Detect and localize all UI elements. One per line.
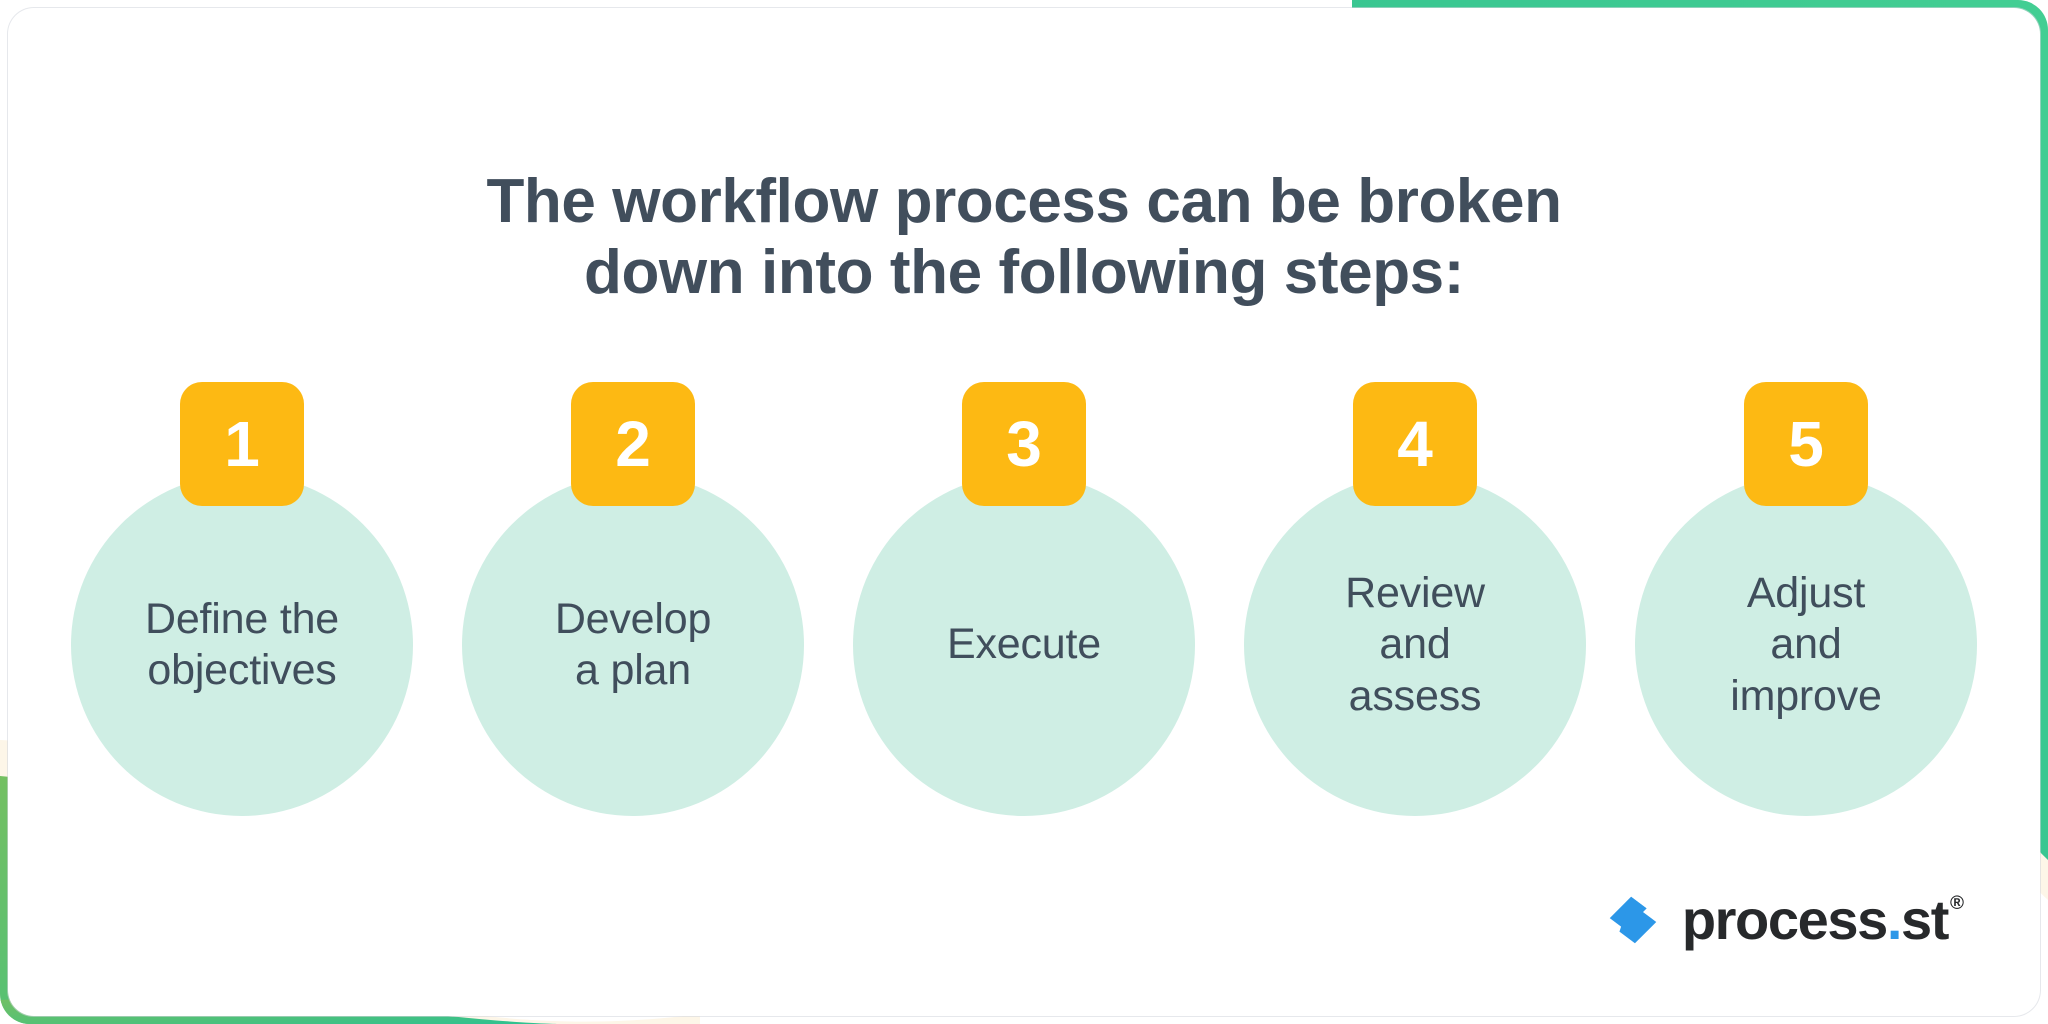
brand-logo-text: process . st ® bbox=[1681, 887, 1964, 952]
page-title-line-2: down into the following steps: bbox=[583, 238, 1464, 308]
step-label-5: Adjust and improve bbox=[1730, 569, 1882, 720]
step-label-3: Execute bbox=[947, 620, 1101, 669]
step-badge-1: 1 bbox=[180, 382, 304, 506]
step-circle-4: Review and assess bbox=[1244, 474, 1586, 816]
step-badge-2: 2 bbox=[571, 382, 695, 506]
step-label-2: Develop a plan bbox=[554, 594, 712, 694]
step-number-5: 5 bbox=[1788, 408, 1824, 480]
process-st-logo-icon bbox=[1609, 896, 1657, 943]
page-title: The workflow process can be broken down … bbox=[274, 166, 1774, 310]
step-circle-1: Define the objectives bbox=[71, 474, 413, 816]
steps-row: Define the objectives 1 Develop a plan 2… bbox=[66, 378, 1982, 816]
step-number-2: 2 bbox=[615, 408, 651, 480]
step-badge-5: 5 bbox=[1744, 382, 1868, 506]
step-label-4: Review and assess bbox=[1345, 569, 1485, 720]
step-badge-3: 3 bbox=[962, 382, 1086, 506]
step-label-1: Define the objectives bbox=[144, 594, 340, 694]
brand-dot: . bbox=[1886, 888, 1903, 951]
page-title-line-1: The workflow process can be broken bbox=[486, 166, 1562, 236]
brand-logo: process . st ® bbox=[1602, 887, 1964, 952]
step-item-1: Define the objectives 1 bbox=[66, 378, 418, 816]
step-circle-2: Develop a plan bbox=[462, 474, 804, 816]
step-number-4: 4 bbox=[1397, 408, 1433, 480]
step-circle-5: Adjust and improve bbox=[1635, 474, 1977, 816]
registered-trademark-icon: ® bbox=[1950, 893, 1964, 914]
step-item-2: Develop a plan 2 bbox=[457, 378, 809, 816]
step-number-3: 3 bbox=[1006, 408, 1042, 480]
brand-tld: st bbox=[1901, 888, 1949, 951]
brand-name: process bbox=[1681, 888, 1888, 951]
step-number-1: 1 bbox=[224, 408, 260, 480]
step-item-4: Review and assess 4 bbox=[1239, 378, 1591, 816]
step-item-5: Adjust and improve 5 bbox=[1630, 378, 1982, 816]
step-badge-4: 4 bbox=[1353, 382, 1477, 506]
step-circle-3: Execute bbox=[853, 474, 1195, 816]
step-item-3: Execute 3 bbox=[848, 378, 1200, 816]
